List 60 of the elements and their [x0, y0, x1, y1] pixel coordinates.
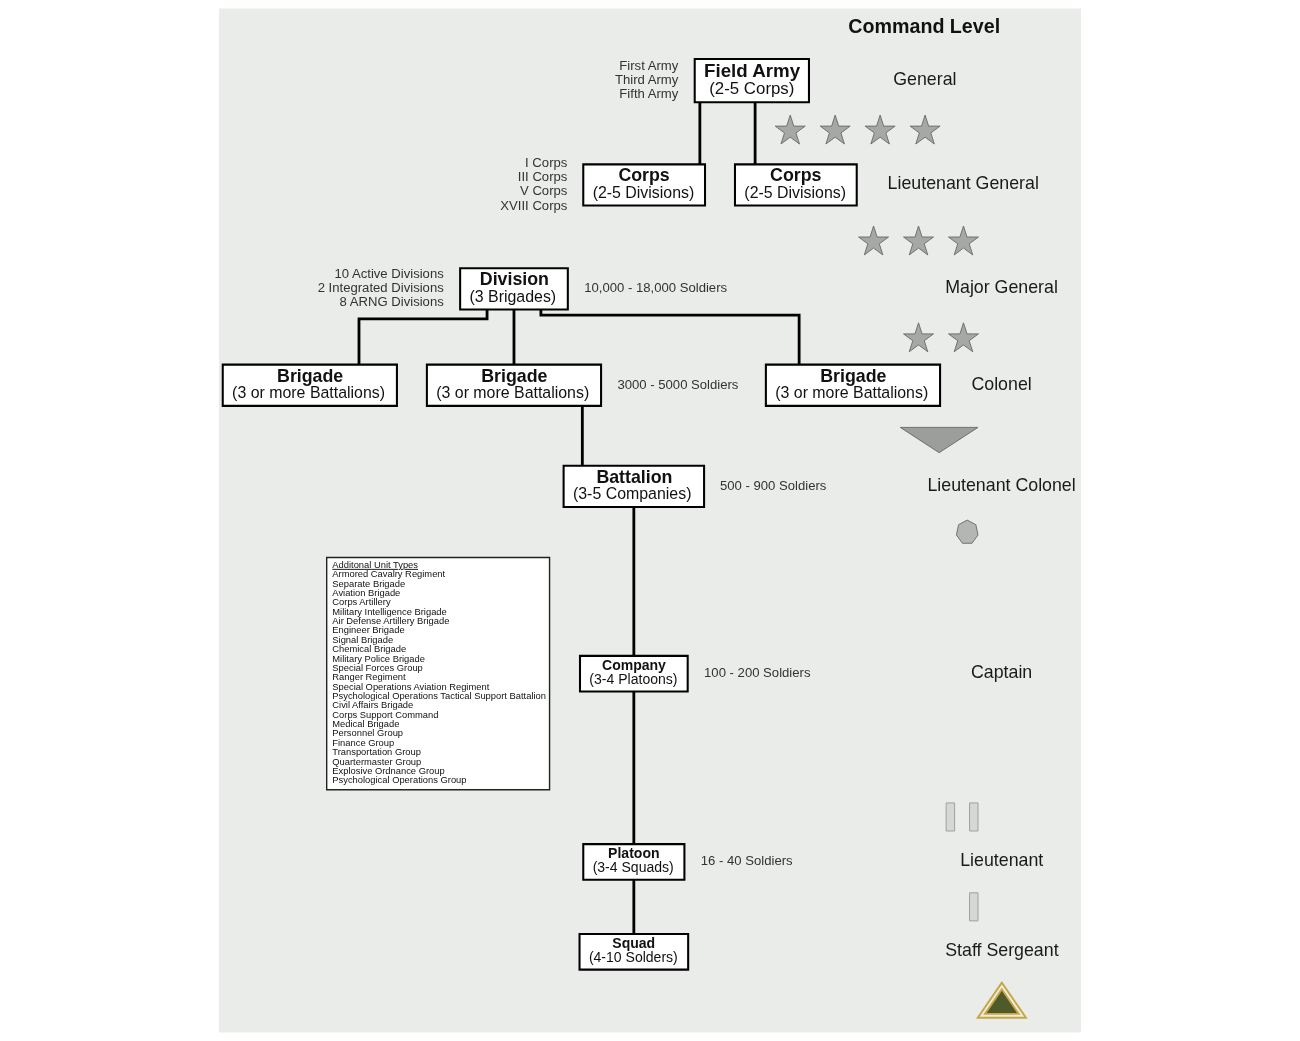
node-star [909, 114, 941, 145]
node-label: Fifth Army [619, 86, 679, 102]
node-label: Third Army [614, 72, 679, 88]
node-box: Division (3 Brigades) [459, 267, 569, 311]
label: Captain [970, 662, 1033, 683]
node-box: Company (3-4 Platoons) [578, 654, 689, 693]
node-picture [976, 981, 1028, 1019]
node-bar [969, 892, 979, 922]
connector [580, 405, 584, 466]
node-box: Battalion (3-5 Companies) [562, 464, 706, 508]
node-box: Brigade (3 or more Battalions) [221, 363, 398, 407]
connector [357, 309, 489, 365]
node-box: Corps (2-5 Divisions) [733, 163, 858, 207]
label: Lieutenant [960, 850, 1044, 871]
connector [539, 309, 801, 365]
node-label: 8 ARNG Divisions [339, 294, 444, 310]
node-picture [956, 519, 979, 544]
node-star [864, 114, 896, 145]
node-label: 100 - 200 Soldiers [704, 665, 811, 681]
node-label: V Corps [520, 183, 568, 199]
node-star [774, 114, 806, 145]
connector [632, 691, 636, 844]
node-star [858, 225, 890, 256]
label: Command Level [848, 15, 1001, 38]
node-picture [899, 426, 979, 454]
node-box: Brigade (3 or more Battalions) [425, 363, 603, 407]
node-label: III Corps [517, 169, 568, 185]
connector [632, 880, 636, 934]
node-label: 10 Active Divisions [334, 266, 444, 282]
label: Major General [945, 277, 1058, 298]
node-label: First Army [619, 58, 679, 74]
label: Colonel [971, 373, 1032, 394]
node-star [903, 225, 934, 256]
node-label: I Corps [525, 155, 568, 171]
node-star [948, 322, 979, 353]
node-box: Corps (2-5 Divisions) [582, 163, 707, 207]
node-star [819, 114, 851, 145]
node-box: Platoon (3-4 Squads) [582, 843, 686, 881]
node-label: 500 - 900 Soldiers [720, 477, 827, 493]
node-label: 2 Integrated Divisions [317, 280, 444, 296]
label: Lieutenant Colonel [927, 474, 1076, 495]
node-label: XVIII Corps [500, 197, 568, 213]
label: General [893, 69, 957, 90]
node-label: 3000 - 5000 Soldiers [617, 376, 739, 392]
connector [698, 102, 702, 165]
label: Staff Sergeant [945, 940, 1059, 961]
connector [753, 102, 757, 165]
node-star [948, 225, 979, 256]
node-bar [969, 802, 979, 832]
node-box: Field Army (2-5 Corps) [693, 58, 810, 104]
node-box: Squad (4-10 Solders) [578, 933, 690, 971]
node-bar [945, 802, 956, 832]
connector [512, 309, 516, 365]
node-box: Additonal Unit Types Armored Cavalry Regiment Separate Brigade Aviation Brigade Corps Artillery Military Intelligence Brigade Air Defense Artillery Brigade Engineer Brigade Signal Brigade Chemical Brigade Military Police Brigade Special Forces Group Ranger Regiment Special Operations Aviation Regiment Psychological Operations Tactical Support Battalion Civil Affairs Brigade Corps Support Command Medical Brigade Personnel Group Finance Group Transportation Group Quartermaster Group Explosive Ordnance Group Psychological Operations Group [326, 556, 551, 791]
node-box: Brigade (3 or more Battalions) [764, 363, 942, 407]
connector [632, 507, 636, 656]
node-label: 16 - 40 Soldiers [700, 853, 793, 869]
label: Lieutenant General [887, 173, 1039, 194]
node-label: 10,000 - 18,000 Soldiers [584, 280, 728, 296]
node-star [903, 322, 934, 353]
